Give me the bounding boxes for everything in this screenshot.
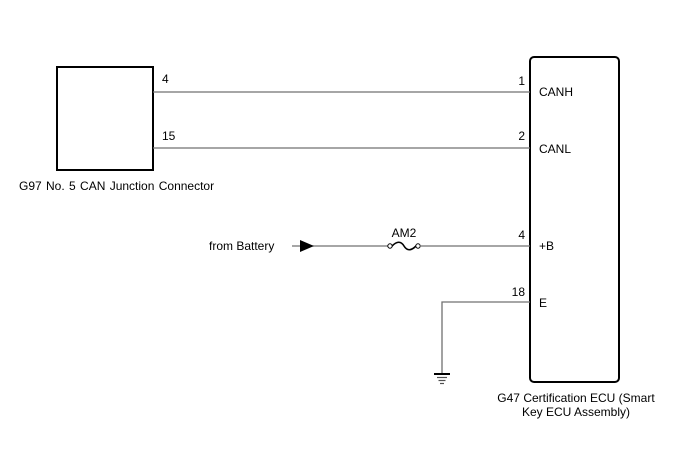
ground-icon [434,373,450,385]
battery-source-label: from Battery [209,239,275,253]
connector-caption: G97 No. 5 CAN Junction Connector [19,179,215,193]
ecu-caption-line2: Key ECU Assembly) [521,405,631,419]
fuse-label: AM2 [391,226,417,240]
ecu-pin-2-number: 2 [518,129,525,143]
ecu-caption-line1: G47 Certification ECU (Smart [497,391,655,405]
certification-ecu-box [529,56,620,383]
ecu-signal-canh: CANH [539,85,574,99]
ecu-signal-plus-b: +B [539,239,555,253]
wire-ground [441,301,530,374]
battery-arrow-icon [300,240,314,252]
connector-pin-15-label: 15 [162,129,176,143]
ecu-pin-1-number: 1 [518,74,525,88]
connector-pin-4-label: 4 [162,72,169,86]
ecu-pin-4-number: 4 [518,228,525,242]
ecu-signal-canl: CANL [539,142,572,156]
ecu-signal-e: E [539,296,548,310]
junction-connector-box [56,66,154,171]
fuse-icon [387,241,421,251]
ecu-pin-18-number: 18 [511,285,525,299]
